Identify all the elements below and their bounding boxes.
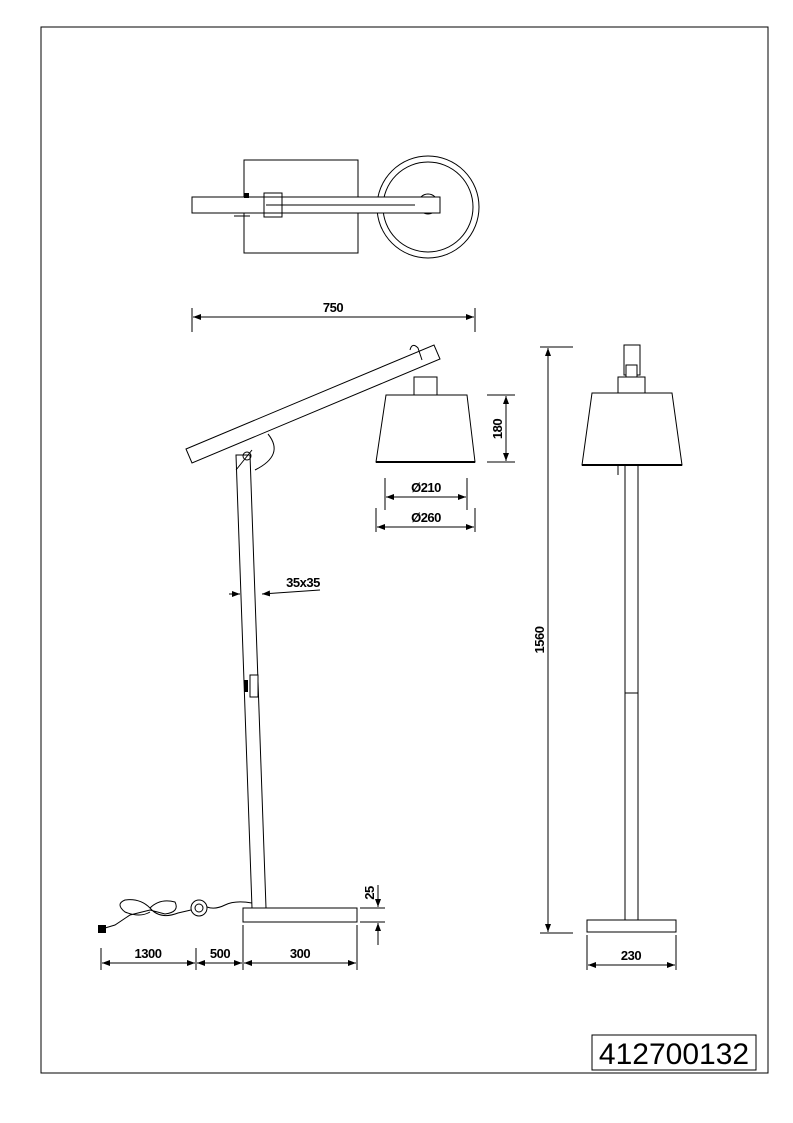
coiled-cable <box>104 899 192 929</box>
dim-cable-length: 1300 <box>135 946 162 961</box>
dim-arm-length: 750 <box>323 300 343 315</box>
title-box <box>591 1034 757 1071</box>
dim-shade-top-diameter: Ø210 <box>411 480 441 495</box>
plug-icon <box>98 925 106 933</box>
dim-shade-bottom-diameter: Ø260 <box>411 510 441 525</box>
front-shade <box>581 392 683 466</box>
front-view: 230 <box>581 344 683 970</box>
shade-cap <box>413 376 438 396</box>
dim-base-thickness: 25 <box>362 886 377 900</box>
cable <box>206 901 253 909</box>
arm <box>185 344 441 464</box>
dim-total-height: 1560 <box>532 626 547 653</box>
height-dimension: 1560 <box>532 346 573 934</box>
base <box>242 907 358 923</box>
dim-switch-distance: 500 <box>210 946 230 961</box>
top-view <box>191 155 480 259</box>
shade <box>375 394 476 463</box>
dim-pole-section: 35x35 <box>286 575 320 590</box>
dim-shade-height: 180 <box>490 419 505 439</box>
dim-base-side-width: 300 <box>290 946 310 961</box>
foot-switch <box>190 899 208 917</box>
dim-base-front-width: 230 <box>621 948 641 963</box>
side-view: 750 180 Ø210 Ø260 35x35 <box>98 300 515 970</box>
product-code: 412700132 <box>599 1038 749 1071</box>
drawing-border <box>40 26 769 1074</box>
front-base <box>586 919 677 933</box>
